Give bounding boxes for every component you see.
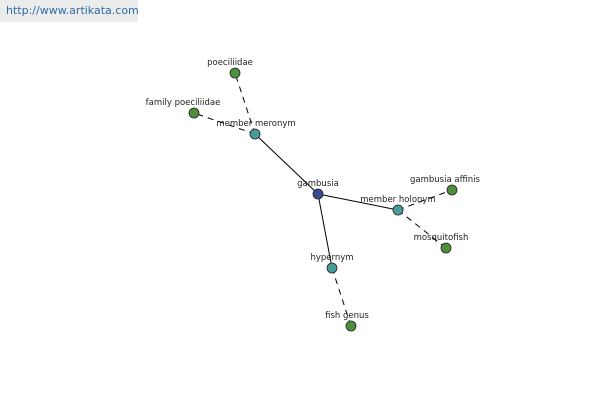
site-url-link[interactable]: http://www.artikata.com bbox=[6, 4, 139, 17]
label-poeciliidae: poeciliidae bbox=[207, 58, 253, 68]
label-gambusia-affinis: gambusia affinis bbox=[410, 175, 481, 185]
node-hypernym[interactable] bbox=[326, 262, 338, 274]
node-fish-genus[interactable] bbox=[345, 320, 357, 332]
node-gambusia-affinis[interactable] bbox=[446, 184, 458, 196]
node-mosquitofish[interactable] bbox=[440, 242, 452, 254]
label-hypernym: hypernym bbox=[310, 253, 353, 263]
url-banner: http://www.artikata.com bbox=[0, 0, 139, 22]
node-member-holonym[interactable] bbox=[392, 204, 404, 216]
edge-center-meronym bbox=[254, 133, 319, 195]
label-member-holonym: member holonym bbox=[360, 195, 435, 205]
node-member-meronym[interactable] bbox=[249, 128, 261, 140]
label-mosquitofish: mosquitofish bbox=[414, 233, 469, 243]
node-poeciliidae[interactable] bbox=[229, 67, 241, 79]
node-family-poeciliidae[interactable] bbox=[188, 107, 200, 119]
label-member-meronym: member meronym bbox=[216, 119, 295, 129]
label-gambusia: gambusia bbox=[297, 179, 339, 189]
edge-center-holonym bbox=[317, 193, 399, 211]
edge-holonym-affinis bbox=[397, 189, 453, 211]
label-family-poeciliidae: family poeciliidae bbox=[146, 98, 221, 108]
label-fish-genus: fish genus bbox=[325, 311, 369, 321]
edge-center-hypernym bbox=[317, 193, 333, 269]
node-gambusia[interactable] bbox=[312, 188, 324, 200]
